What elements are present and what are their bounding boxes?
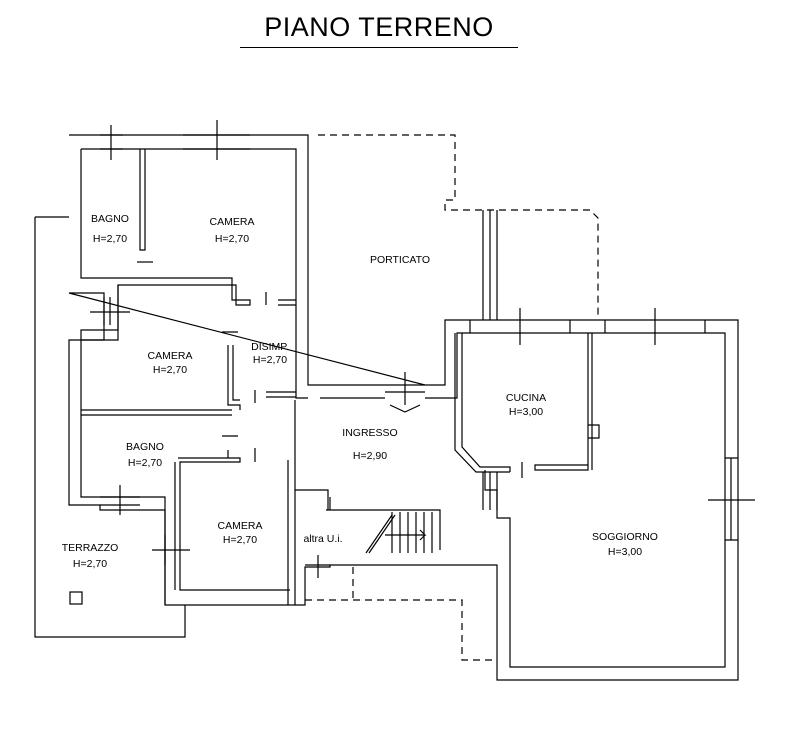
- terrace-drain: [69, 591, 83, 605]
- room-height: H=2,70: [153, 364, 187, 376]
- room-name: SOGGIORNO: [592, 531, 658, 543]
- room-name: CAMERA: [148, 350, 193, 362]
- room-name: BAGNO: [91, 213, 129, 225]
- title-underline: [240, 47, 518, 48]
- room-name: TERRAZZO: [62, 542, 119, 554]
- room-height: H=2,70: [128, 457, 162, 469]
- room-name: CAMERA: [210, 216, 255, 228]
- terrace-outline: [34, 216, 186, 638]
- plan-title: PIANO TERRENO: [264, 12, 494, 42]
- dashed-outlines: [305, 134, 599, 661]
- room-height: H=2,70: [253, 354, 287, 366]
- room-name: INGRESSO: [342, 427, 397, 439]
- room-name: BAGNO: [126, 441, 164, 453]
- room-name: PORTICATO: [370, 254, 430, 266]
- room-height: H=2,90: [353, 450, 387, 462]
- room-labels: BAGNO H=2,70 CAMERA H=2,70 PORTICATO CAM…: [62, 213, 658, 570]
- room-name: CUCINA: [506, 392, 546, 404]
- room-name: CAMERA: [218, 520, 263, 532]
- room-height: H=3,00: [608, 546, 642, 558]
- windows: [90, 120, 755, 578]
- room-height: H=2,70: [223, 534, 257, 546]
- room-name: altra U.i.: [303, 533, 342, 545]
- room-height: H=3,00: [509, 406, 543, 418]
- room-height: H=2,70: [93, 233, 127, 245]
- room-height: H=2,70: [215, 233, 249, 245]
- room-height: H=2,70: [73, 558, 107, 570]
- room-name: DISIMP.: [251, 341, 289, 353]
- walls: [68, 134, 739, 681]
